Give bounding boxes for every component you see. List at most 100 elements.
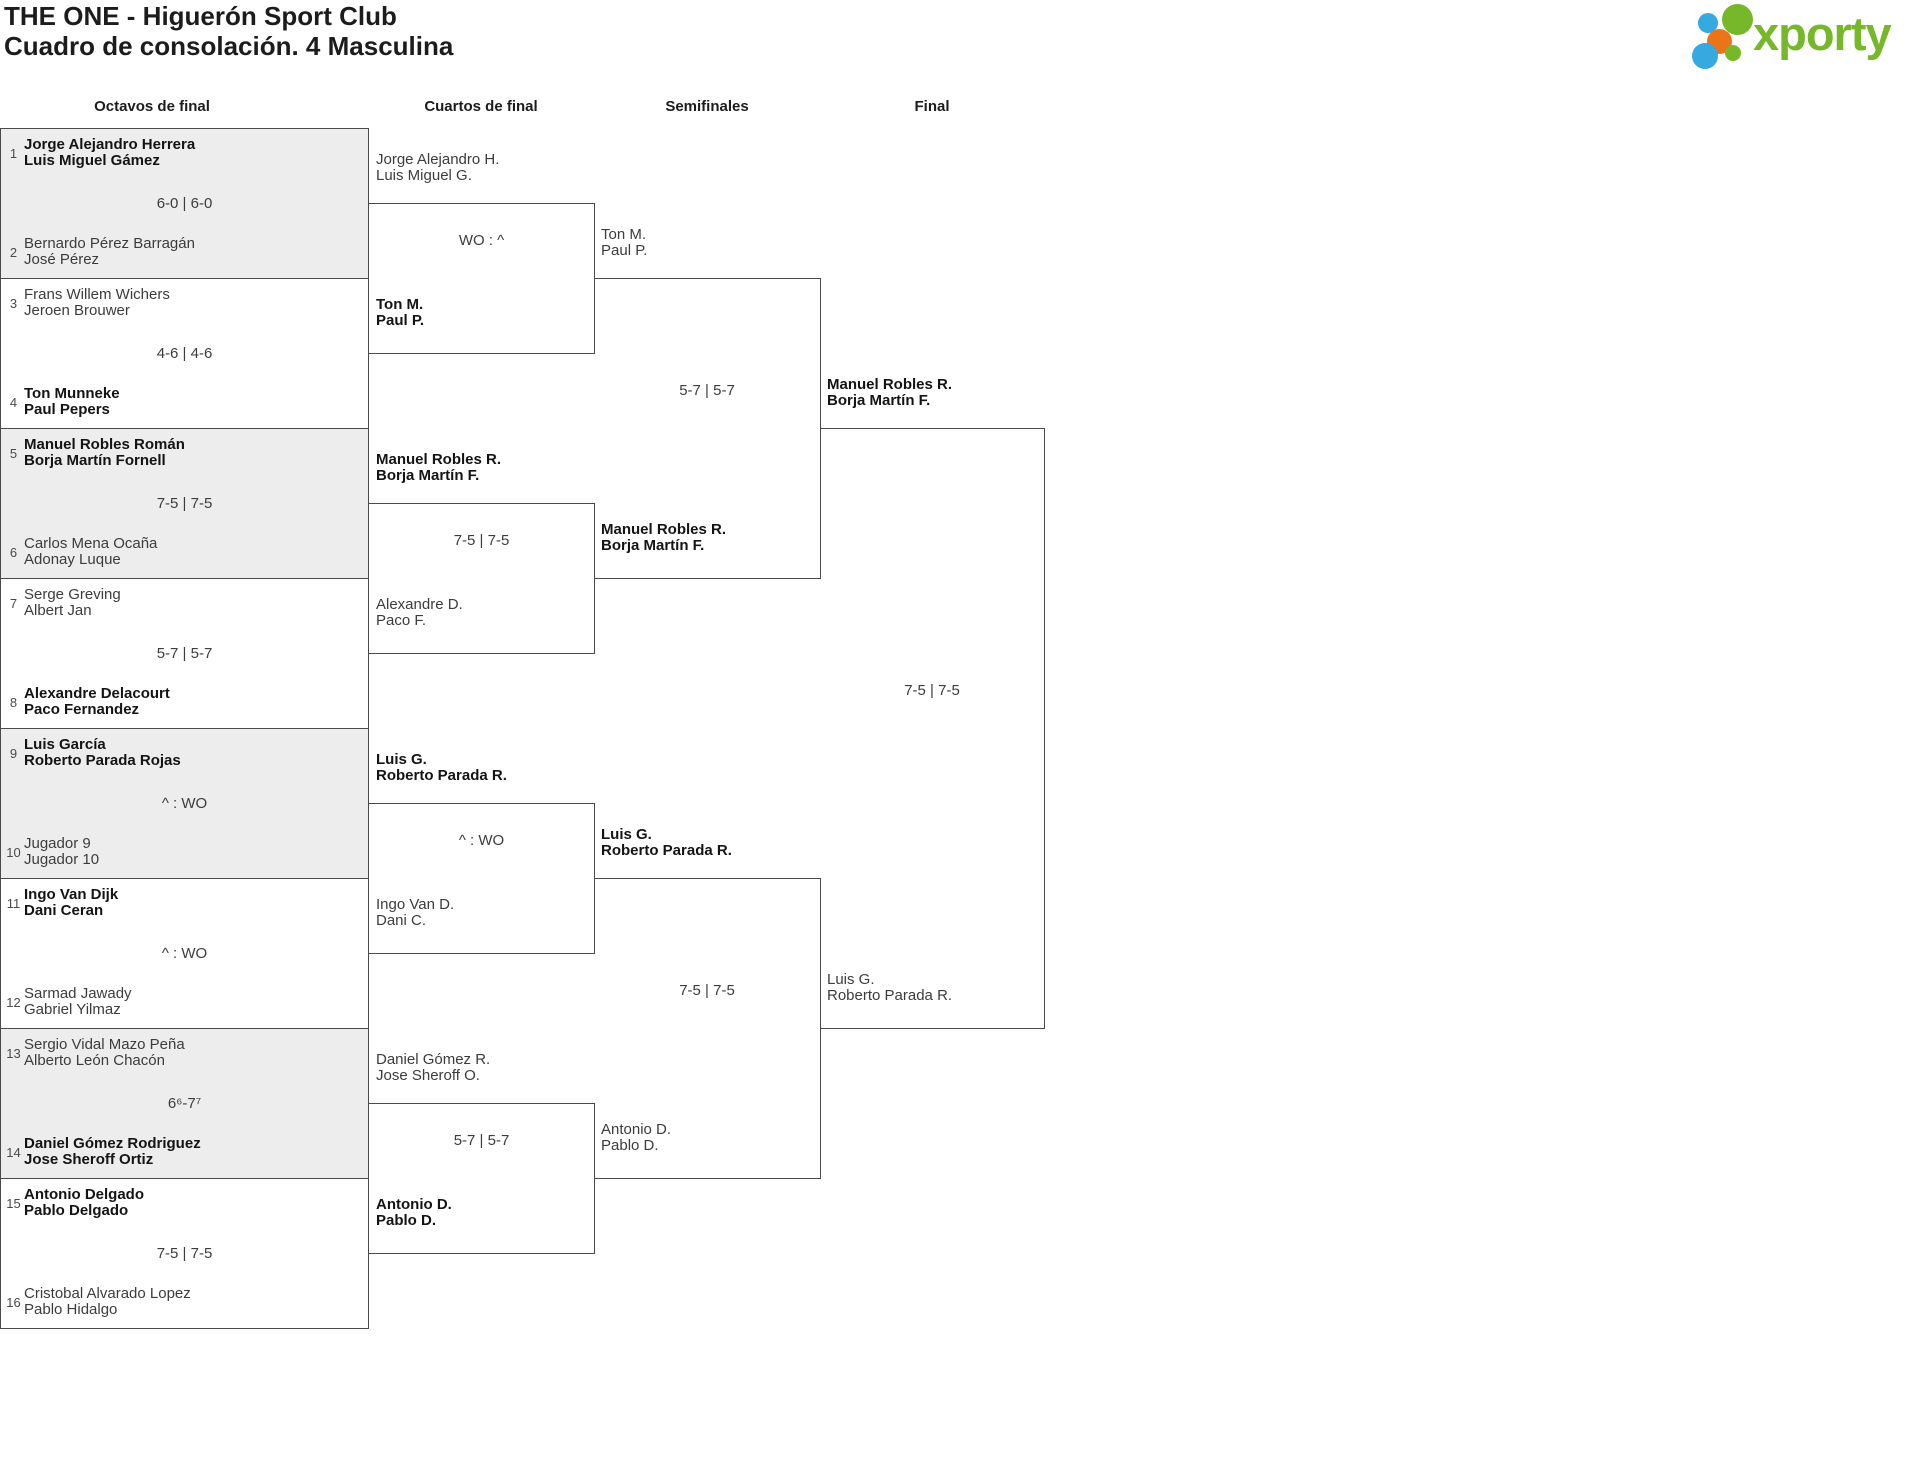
- round-header-cuartos: Cuartos de final: [424, 98, 538, 115]
- seed-number: 16: [6, 1294, 21, 1310]
- match-score: 6-0 | 6-0: [156, 195, 213, 212]
- player-name: Antonio D.: [601, 1121, 672, 1138]
- octavos-match-5: 9 Luis García Roberto Parada Rojas ^ : W…: [0, 728, 369, 879]
- logo-dot-icon: [1698, 13, 1718, 33]
- player-name: Luis G.: [601, 826, 652, 843]
- team-pair: 3 Frans Willem Wichers Jeroen Brouwer: [3, 287, 364, 319]
- team-pair: Luis G. Roberto Parada R.: [827, 972, 952, 1004]
- team-pair: Luis G. Roberto Parada R.: [601, 827, 732, 859]
- team-pair: Manuel Robles R. Borja Martín F.: [376, 452, 501, 484]
- cuartos-match-4: Daniel Gómez R. Jose Sheroff O. 5-7 | 5-…: [369, 1052, 595, 1254]
- player-name: Manuel Robles R.: [827, 376, 953, 393]
- team-pair: Antonio D. Pablo D.: [376, 1197, 452, 1229]
- team-pair: 5 Manuel Robles Román Borja Martín Forne…: [3, 437, 364, 469]
- player-name: Pablo Delgado: [24, 1202, 129, 1219]
- player-name: Ton M.: [376, 296, 424, 313]
- match-score: 7-5 | 7-5: [156, 495, 213, 512]
- player-name: Frans Willem Wichers: [24, 286, 170, 303]
- player-name: Luis García: [24, 736, 106, 753]
- player-name: Roberto Parada R.: [601, 842, 732, 859]
- player-name: Alexandre Delacourt: [24, 685, 170, 702]
- player-name: Pablo D.: [376, 1212, 437, 1229]
- team-pair: Alexandre D. Paco F.: [376, 597, 463, 629]
- player-name: Daniel Gómez R.: [376, 1051, 491, 1068]
- player-name: Cristobal Alvarado Lopez: [24, 1285, 191, 1302]
- seed-number: 7: [9, 595, 18, 611]
- player-name: Pablo D.: [601, 1137, 659, 1154]
- seed-number: 4: [9, 394, 18, 410]
- player-name: Ingo Van D.: [376, 896, 455, 913]
- seed-number: 15: [6, 1195, 21, 1211]
- player-name: Roberto Parada Rojas: [24, 752, 181, 769]
- player-name: Paul P.: [376, 312, 425, 329]
- player-name: Bernardo Pérez Barragán: [24, 235, 195, 252]
- seed-number: 9: [9, 745, 18, 761]
- player-name: Ingo Van Dijk: [24, 886, 119, 903]
- player-name: Jugador 9: [24, 835, 91, 852]
- page-title: THE ONE - Higuerón Sport Club: [4, 1, 397, 31]
- team-pair: 13 Sergio Vidal Mazo Peña Alberto León C…: [3, 1037, 364, 1069]
- player-name: Albert Jan: [24, 602, 92, 619]
- player-name: Gabriel Yilmaz: [24, 1001, 121, 1018]
- team-pair: Antonio D. Pablo D.: [601, 1122, 671, 1154]
- cuartos-match-3: Luis G. Roberto Parada R. ^ : WO Ingo Va…: [369, 752, 595, 954]
- team-pair: 12 Sarmad Jawady Gabriel Yilmaz: [3, 986, 364, 1018]
- logo-dot-icon: [1722, 4, 1753, 35]
- team-pair: 6 Carlos Mena Ocaña Adonay Luque: [3, 536, 364, 568]
- player-name: Antonio D.: [376, 1196, 452, 1213]
- player-name: Paco F.: [376, 612, 427, 629]
- player-name: Jose Sheroff Ortiz: [24, 1151, 154, 1168]
- player-name: Sarmad Jawady: [24, 985, 132, 1002]
- logo-dot-icon: [1725, 45, 1741, 61]
- team-pair: 11 Ingo Van Dijk Dani Ceran: [3, 887, 364, 919]
- octavos-match-3: 5 Manuel Robles Román Borja Martín Forne…: [0, 428, 369, 579]
- player-name: Paul Pepers: [24, 401, 110, 418]
- seed-number: 14: [6, 1144, 21, 1160]
- player-name: José Pérez: [24, 251, 100, 268]
- semifinal-match-2: Luis G. Roberto Parada R. 7-5 | 7-5 Anto…: [594, 827, 821, 1179]
- seed-number: 1: [9, 145, 18, 161]
- match-score: 4-6 | 4-6: [156, 345, 213, 362]
- team-pair: 14 Daniel Gómez Rodriguez Jose Sheroff O…: [3, 1136, 364, 1168]
- player-name: Luis Miguel G.: [376, 167, 472, 184]
- team-pair: 8 Alexandre Delacourt Paco Fernandez: [3, 686, 364, 718]
- match-score: ^ : WO: [161, 795, 208, 812]
- octavos-match-7: 13 Sergio Vidal Mazo Peña Alberto León C…: [0, 1028, 369, 1179]
- match-score: 7-5 | 7-5: [156, 1245, 213, 1262]
- xporty-logo[interactable]: xporty: [1690, 0, 1920, 72]
- team-pair: Daniel Gómez R. Jose Sheroff O.: [376, 1052, 490, 1084]
- team-pair: Manuel Robles R. Borja Martín F.: [827, 377, 952, 409]
- seed-number: 3: [9, 295, 18, 311]
- seed-number: 8: [9, 694, 18, 710]
- team-pair: 16 Cristobal Alvarado Lopez Pablo Hidalg…: [3, 1286, 364, 1318]
- team-pair: 2 Bernardo Pérez Barragán José Pérez: [3, 236, 364, 268]
- seed-number: 6: [9, 544, 18, 560]
- team-pair: Ton M. Paul P.: [376, 297, 424, 329]
- player-name: Jorge Alejandro H.: [376, 151, 500, 168]
- player-name: Luis G.: [827, 971, 875, 988]
- player-name: Ton M.: [601, 226, 647, 243]
- player-name: Manuel Robles Román: [24, 436, 185, 453]
- team-pair: Ton M. Paul P.: [601, 227, 647, 259]
- player-name: Antonio Delgado: [24, 1186, 144, 1203]
- team-pair: Luis G. Roberto Parada R.: [376, 752, 507, 784]
- player-name: Daniel Gómez Rodriguez: [24, 1135, 201, 1152]
- octavos-match-8: 15 Antonio Delgado Pablo Delgado 7-5 | 7…: [0, 1178, 369, 1329]
- cuartos-match-1: Jorge Alejandro H. Luis Miguel G. WO : ^…: [369, 152, 595, 354]
- seed-number: 10: [6, 844, 21, 860]
- match-score: 5-7 | 5-7: [156, 645, 213, 662]
- player-name: Borja Martín F.: [827, 392, 931, 409]
- player-name: Jose Sheroff O.: [376, 1067, 480, 1084]
- player-name: Paul P.: [601, 242, 648, 259]
- team-pair: Jorge Alejandro H. Luis Miguel G.: [376, 152, 499, 184]
- player-name: Roberto Parada R.: [376, 767, 507, 784]
- match-score: WO : ^: [458, 232, 505, 249]
- player-name: Dani Ceran: [24, 902, 104, 919]
- cuartos-match-2: Manuel Robles R. Borja Martín F. 7-5 | 7…: [369, 452, 595, 654]
- logo-dot-icon: [1692, 43, 1718, 69]
- semifinal-match-1: Ton M. Paul P. 5-7 | 5-7 Manuel Robles R…: [594, 227, 821, 579]
- seed-number: 12: [6, 994, 21, 1010]
- seed-number: 11: [6, 895, 21, 911]
- player-name: Sergio Vidal Mazo Peña: [24, 1036, 185, 1053]
- match-score: 7-5 | 7-5: [679, 982, 735, 999]
